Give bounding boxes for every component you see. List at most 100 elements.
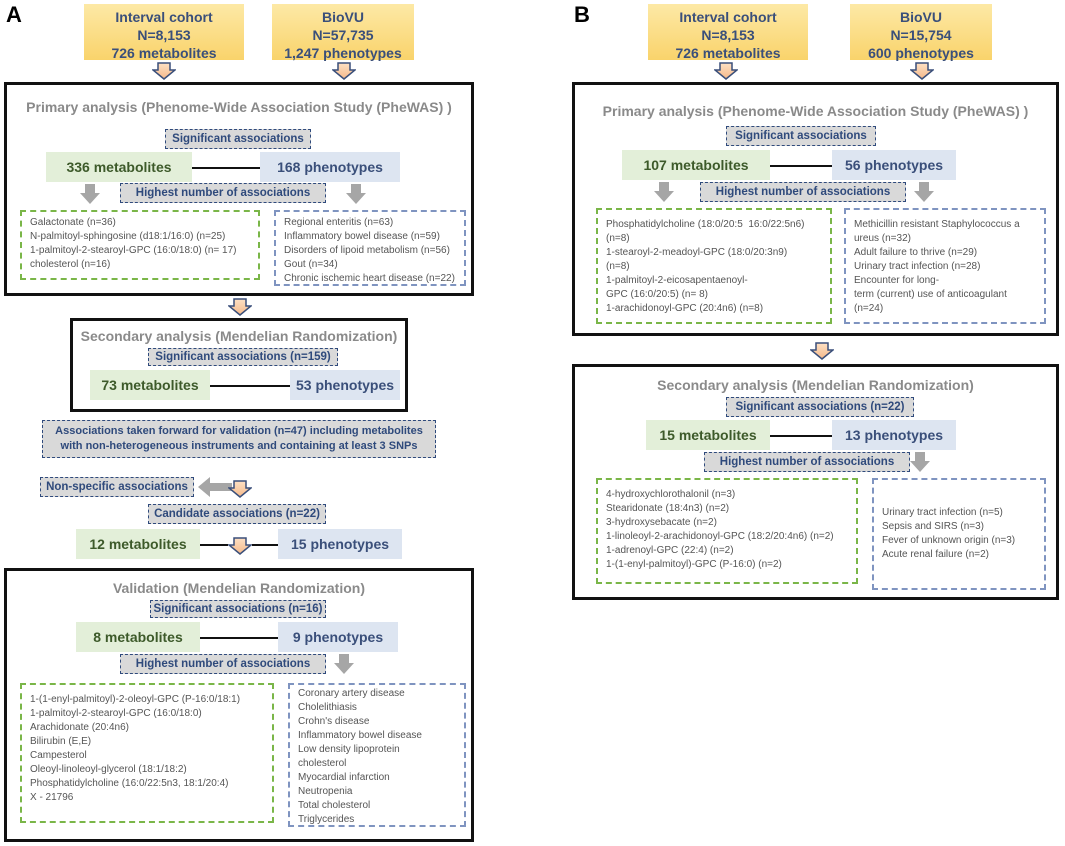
list-item: Regional enteritis (n=63) bbox=[284, 217, 394, 228]
list-item: cholesterol (n=16) bbox=[30, 259, 111, 270]
primary-analysis-title: Primary analysis (Phenome-Wide Associati… bbox=[602, 103, 1029, 119]
list-item: ureus (n=32) bbox=[854, 233, 911, 244]
biovu-box-a: BioVU N=57,735 1,247 phenotypes bbox=[272, 4, 414, 61]
significant-associations-badge: Significant associations bbox=[165, 129, 311, 149]
list-item: term (current) use of anticoagulant bbox=[854, 289, 1007, 300]
list-item: Sepsis and SIRS (n=3) bbox=[882, 521, 984, 532]
down-arrow-icon bbox=[228, 537, 252, 555]
secondary-analysis-title: Secondary analysis (Mendelian Randomizat… bbox=[80, 328, 398, 344]
list-item: Chronic ischemic heart disease (n=22) bbox=[284, 273, 455, 284]
candidate-phenotypes-count: 15 phenotypes bbox=[278, 529, 402, 559]
candidate-metabolites-count: 12 metabolites bbox=[76, 529, 200, 559]
primary-analysis-title: Primary analysis (Phenome-Wide Associati… bbox=[26, 99, 452, 115]
validation-criteria-note: Associations taken forward for validatio… bbox=[42, 420, 436, 458]
gray-down-arrow-icon bbox=[914, 182, 934, 202]
list-item: 1-palmitoyl-2-eicosapentaenoyl- bbox=[606, 275, 748, 286]
connector-line bbox=[252, 544, 278, 546]
phenotypes-count: 53 phenotypes bbox=[290, 370, 400, 400]
primary-phenotypes-list: Methicillin resistant Staphylococcus a u… bbox=[844, 208, 1046, 324]
list-item: Adult failure to thrive (n=29) bbox=[854, 247, 978, 258]
biovu-label: BioVU bbox=[900, 9, 942, 25]
biovu-phenotypes: 1,247 phenotypes bbox=[284, 45, 402, 61]
down-arrow-icon bbox=[228, 480, 252, 498]
list-item: Encounter for long- bbox=[854, 275, 940, 286]
secondary-metabolites-list: 4-hydroxychlorothalonil (n=3) Stearidona… bbox=[596, 478, 858, 584]
biovu-n: N=15,754 bbox=[890, 27, 952, 43]
secondary-analysis-title: Secondary analysis (Mendelian Randomizat… bbox=[657, 377, 974, 393]
list-item: Total cholesterol bbox=[298, 800, 371, 811]
list-item: Crohn's disease bbox=[298, 716, 370, 727]
list-item: Phosphatidylcholine (16:0/22:5n3, 18:1/2… bbox=[30, 778, 229, 789]
list-item: GPC (16:0/20:5) (n= 8) bbox=[606, 289, 708, 300]
list-item: Stearidonate (18:4n3) (n=2) bbox=[606, 503, 730, 514]
non-specific-associations-badge: Non-specific associations bbox=[40, 477, 194, 497]
metabolites-count: 15 metabolites bbox=[646, 420, 770, 450]
down-arrow-icon bbox=[228, 298, 252, 316]
list-item: Oleoyl-linoleoyl-glycerol (18:1/18:2) bbox=[30, 764, 187, 775]
list-item: Acute renal failure (n=2) bbox=[882, 549, 990, 560]
highest-associations-badge: Highest number of associations bbox=[700, 182, 906, 202]
secondary-phenotypes-list: Urinary tract infection (n=5) Sepsis and… bbox=[872, 478, 1046, 590]
highest-associations-badge: Highest number of associations bbox=[120, 183, 326, 203]
list-item: 1-arachidonoyl-GPC (20:4n6) (n=8) bbox=[606, 303, 764, 314]
highest-associations-badge: Highest number of associations bbox=[120, 654, 326, 674]
biovu-label: BioVU bbox=[322, 9, 364, 25]
interval-cohort-metabolites: 726 metabolites bbox=[675, 45, 781, 61]
phenotypes-count: 168 phenotypes bbox=[260, 152, 400, 182]
significant-associations-badge: Significant associations bbox=[726, 126, 876, 146]
connector-line bbox=[210, 385, 290, 387]
highest-associations-badge: Highest number of associations bbox=[704, 452, 910, 472]
interval-cohort-label: Interval cohort bbox=[115, 9, 213, 25]
list-item: (n=8) bbox=[606, 233, 630, 244]
list-item: Inflammatory bowel disease bbox=[298, 730, 422, 741]
panel-a-letter: A bbox=[6, 2, 22, 27]
list-item: 1-adrenoyl-GPC (22:4) (n=2) bbox=[606, 545, 734, 556]
list-item: 1-(1-enyl-palmitoyl)-2-oleoyl-GPC (P-16:… bbox=[30, 694, 241, 705]
list-item: Low density lipoprotein bbox=[298, 744, 400, 755]
connector-line bbox=[770, 165, 832, 167]
list-item: Coronary artery disease bbox=[298, 688, 405, 699]
list-item: X - 21796 bbox=[30, 792, 74, 803]
primary-metabolites-list: Galactonate (n=36) N-palmitoyl-sphingosi… bbox=[20, 210, 260, 280]
candidate-associations-badge: Candidate associations (n=22) bbox=[148, 504, 326, 524]
biovu-box-b: BioVU N=15,754 600 phenotypes bbox=[850, 4, 992, 61]
list-item: N-palmitoyl-sphingosine (d18:1/16:0) (n=… bbox=[30, 231, 226, 242]
note-line: with non-heterogeneous instruments and c… bbox=[60, 440, 418, 452]
list-item: Myocardial infarction bbox=[298, 772, 390, 783]
gray-down-arrow-icon bbox=[654, 182, 674, 202]
note-line: Associations taken forward for validatio… bbox=[55, 425, 423, 437]
gray-down-arrow-icon bbox=[80, 184, 100, 204]
significant-associations-badge: Significant associations (n=16) bbox=[150, 600, 326, 618]
significant-associations-badge: Significant associations (n=159) bbox=[148, 348, 338, 366]
gray-down-arrow-icon bbox=[910, 452, 930, 472]
primary-phenotypes-list: Regional enteritis (n=63) Inflammatory b… bbox=[274, 210, 466, 286]
metabolites-count: 8 metabolites bbox=[76, 622, 200, 652]
significant-associations-badge: Significant associations (n=22) bbox=[726, 397, 914, 417]
phenotypes-count: 9 phenotypes bbox=[278, 622, 398, 652]
gray-down-arrow-icon bbox=[346, 184, 366, 204]
validation-metabolites-list: 1-(1-enyl-palmitoyl)-2-oleoyl-GPC (P-16:… bbox=[20, 683, 274, 823]
list-item: 3-hydroxysebacate (n=2) bbox=[606, 517, 717, 528]
list-item: Galactonate (n=36) bbox=[30, 217, 116, 228]
list-item: 1-palmitoyl-2-stearoyl-GPC (16:0/18:0) (… bbox=[30, 245, 237, 256]
panel-b-letter: B bbox=[574, 2, 590, 27]
interval-cohort-metabolites: 726 metabolites bbox=[111, 45, 217, 61]
primary-metabolites-list: Phosphatidylcholine (18:0/20:5 16:0/22:5… bbox=[596, 208, 832, 324]
interval-cohort-n: N=8,153 bbox=[137, 27, 191, 43]
down-arrow-icon bbox=[810, 342, 834, 360]
connector-line bbox=[192, 167, 260, 169]
down-arrow-icon bbox=[714, 62, 738, 80]
connector-line bbox=[200, 544, 228, 546]
list-item: Urinary tract infection (n=5) bbox=[882, 507, 1003, 518]
gray-down-arrow-icon bbox=[334, 654, 354, 674]
connector-line bbox=[200, 637, 278, 639]
validation-title: Validation (Mendelian Randomization) bbox=[112, 580, 365, 596]
list-item: Cholelithiasis bbox=[298, 702, 357, 713]
interval-cohort-box-a: Interval cohort N=8,153 726 metabolites bbox=[84, 4, 244, 61]
down-arrow-icon bbox=[332, 62, 356, 80]
list-item: cholesterol bbox=[298, 758, 347, 769]
list-item: (n=24) bbox=[854, 303, 884, 314]
interval-cohort-box-b: Interval cohort N=8,153 726 metabolites bbox=[648, 4, 808, 61]
validation-phenotypes-list: Coronary artery disease Cholelithiasis C… bbox=[288, 683, 466, 827]
list-item: Inflammatory bowel disease (n=59) bbox=[284, 231, 440, 242]
